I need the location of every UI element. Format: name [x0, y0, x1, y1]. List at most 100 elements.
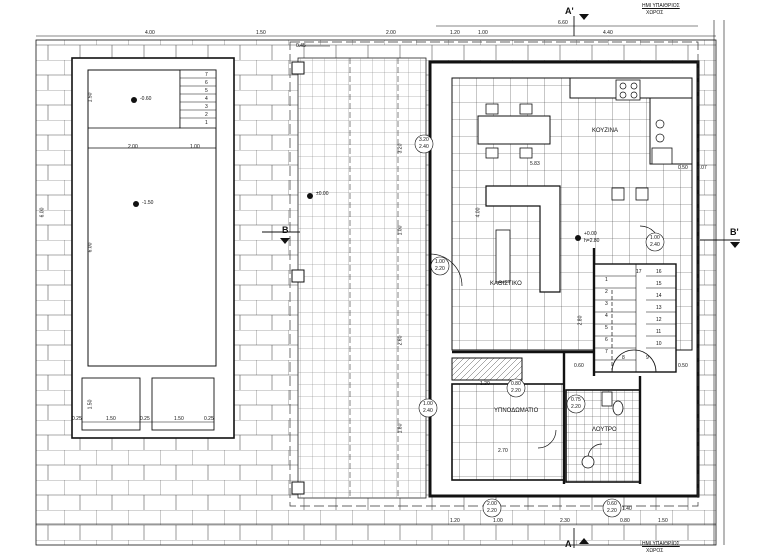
dim-007: 0.07 — [697, 165, 707, 171]
dim-025a: 0.25 — [72, 416, 82, 422]
bedroom-floor — [451, 383, 565, 481]
pool-step-1: 1 — [205, 120, 208, 126]
door-tag-2-top: 1.00 — [435, 259, 445, 265]
section-a-top: A' — [565, 6, 574, 16]
stair-step-15: 15 — [656, 281, 662, 287]
stair-step-9: 9 — [646, 355, 649, 361]
stair-step-5: 5 — [605, 325, 608, 331]
door-tag-5-bottom: 2.20 — [571, 404, 581, 410]
dim-100a: 1.00 — [190, 144, 200, 150]
door-tag-1-bottom: 2.40 — [419, 144, 429, 150]
pool-step-7: 7 — [205, 72, 208, 78]
section-b-right: B' — [730, 227, 739, 237]
bottom-dim-1: 1.20 — [450, 518, 460, 524]
top-dim-1: 4.00 — [145, 30, 155, 36]
dim-180: 1.80 — [397, 423, 404, 434]
door-tag-5-top: 0.75 — [571, 397, 581, 403]
level-house-1: +0.00 — [584, 231, 597, 237]
bottom-dim-2: 1.00 — [493, 518, 503, 524]
footer-label-line1: ΗΜΙ ΥΠΑΙΘΡΙΟΣ — [642, 541, 680, 547]
room-living: ΚΑΘΙΣΤΙΚΟ — [490, 281, 522, 287]
dim-260: 2.60 — [397, 335, 404, 346]
door-tag-3-top: 1.00 — [650, 235, 660, 241]
stair-step-11: 11 — [656, 329, 662, 335]
top-dim-2: 1.50 — [256, 30, 266, 36]
section-a-bottom: A — [565, 539, 572, 549]
level-pool-deep: -1.50 — [142, 200, 154, 206]
door-tag-6-top: 1.00 — [423, 401, 433, 407]
footer-label-line2: ΧΩΡΟΣ — [646, 548, 664, 554]
pool-step-3: 3 — [205, 104, 208, 110]
stair-step-14: 14 — [656, 293, 662, 299]
door-tag-6-bottom: 2.40 — [423, 408, 433, 414]
stair-step-1: 1 — [605, 277, 608, 283]
pool-step-2: 2 — [205, 112, 208, 118]
dim-150a: 1.50 — [87, 92, 94, 103]
fridge — [651, 147, 673, 165]
top-dim-6: 6.60 — [558, 20, 568, 26]
top-dim-3: 2.00 — [386, 30, 396, 36]
stair-step-8: 8 — [622, 355, 625, 361]
dim-600: 6.00 — [39, 207, 46, 218]
dim-025c: 0.25 — [204, 416, 214, 422]
dim-050: 0.50 — [678, 165, 688, 171]
dim-150c: 1.50 — [106, 416, 116, 422]
room-kitchen: ΚΟΥΖΙΝΑ — [592, 128, 618, 134]
bottom-dim-3: 2.30 — [560, 518, 570, 524]
top-dim-7: 4.40 — [603, 30, 613, 36]
dim-045: 0.45 — [296, 43, 306, 49]
kitchen-island — [485, 185, 561, 293]
dim-600b: 6.00 — [87, 242, 94, 253]
bottom-dim-6: 1.50 — [658, 518, 668, 524]
stove — [615, 79, 641, 101]
bottom-dim-4: 1.40 — [622, 506, 632, 512]
level-pool-shallow: -0.60 — [140, 96, 152, 102]
stair-step-6: 6 — [605, 337, 608, 343]
level-house-2: h=2.80 — [584, 238, 600, 244]
dim-400: 4.00 — [475, 207, 482, 218]
door-tag-8-top: 0.60 — [607, 501, 617, 507]
pool-step-4: 4 — [205, 96, 208, 102]
pool-compartment-left — [81, 377, 141, 431]
dim-025b: 0.25 — [140, 416, 150, 422]
door-tag-7-top: 2.00 — [487, 501, 497, 507]
top-dim-4: 1.20 — [450, 30, 460, 36]
door-tag-1-top: 3.20 — [419, 137, 429, 143]
bottom-dim-5: 0.80 — [620, 518, 630, 524]
top-dim-5: 1.00 — [478, 30, 488, 36]
pool-steps — [179, 69, 217, 129]
dim-270: 2.70 — [498, 448, 508, 454]
dim-060: 0.60 — [574, 363, 584, 369]
dim-200: 2.00 — [128, 144, 138, 150]
header-label-line1: ΗΜΙ ΥΠΑΙΘΡΙΟΣ — [642, 3, 680, 9]
dim-150b: 1.50 — [87, 399, 94, 410]
door-tag-7-bottom: 2.20 — [487, 508, 497, 514]
stair-step-10: 10 — [656, 341, 662, 347]
pool-step-6: 6 — [205, 80, 208, 86]
door-tag-8-bottom: 2.20 — [607, 508, 617, 514]
stair-step-3: 3 — [605, 301, 608, 307]
stair-step-7: 7 — [605, 349, 608, 355]
dim-320: 3.20 — [397, 143, 404, 154]
section-b-left: B — [282, 225, 289, 235]
header-label-line2: ΧΩΡΟΣ — [646, 10, 664, 16]
pool-compartment-right — [151, 377, 215, 431]
dim-050b: 0.50 — [678, 363, 688, 369]
dim-150d: 1.50 — [174, 416, 184, 422]
door-tag-4-bottom: 2.20 — [511, 388, 521, 394]
door-tag-4-top: 0.80 — [511, 381, 521, 387]
dim-120b: 1.20 — [480, 381, 490, 387]
door-tag-3-bottom: 2.40 — [650, 242, 660, 248]
stair-step-2: 2 — [605, 289, 608, 295]
main-stair — [593, 263, 677, 373]
room-bedroom: ΥΠΝΟΔΩΜΑΤΙΟ — [494, 408, 539, 414]
pool-step-5: 5 — [205, 88, 208, 94]
stair-step-16: 16 — [656, 269, 662, 275]
dim-280: 2.80 — [577, 315, 584, 326]
door-tag-2-bottom: 2.20 — [435, 266, 445, 272]
dim-583: 5.83 — [530, 161, 540, 167]
level-terrace: ±0.00 — [316, 191, 329, 197]
dim-100c: 1.00 — [397, 225, 404, 236]
